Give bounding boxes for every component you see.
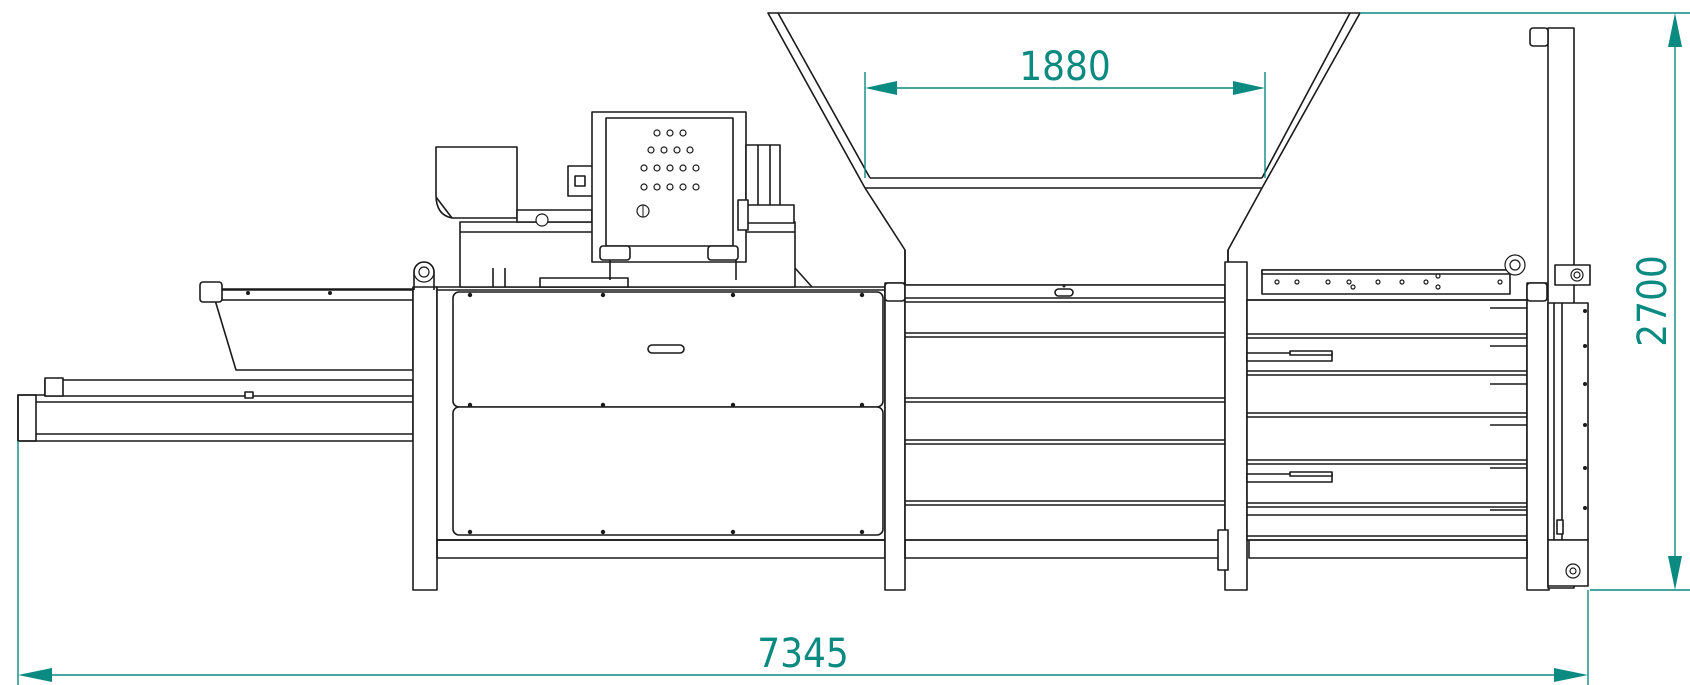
total-height-dimension: 2700 xyxy=(1360,12,1690,591)
total-height-label: 2700 xyxy=(1630,255,1676,347)
middle-leg xyxy=(884,282,906,591)
total-length-dimension: 7345 xyxy=(17,441,1589,685)
right-end-frame xyxy=(1248,27,1591,591)
power-pack xyxy=(435,111,813,288)
top-perforated-bar xyxy=(1261,254,1526,295)
hopper-width-dimension: 1880 xyxy=(864,44,1266,178)
feed-tray xyxy=(199,281,414,371)
main-housing xyxy=(436,286,886,559)
left-leg xyxy=(412,261,438,591)
door-section xyxy=(1246,299,1560,541)
total-length-label: 7345 xyxy=(757,631,849,677)
feed-conveyor xyxy=(17,377,414,442)
press-chamber xyxy=(904,284,1226,559)
hopper-width-label: 1880 xyxy=(1019,44,1111,90)
